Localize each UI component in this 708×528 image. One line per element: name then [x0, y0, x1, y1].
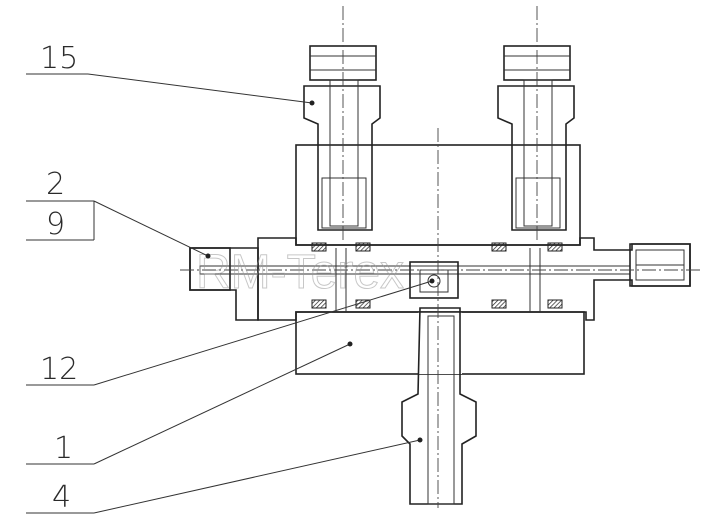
watermark-text: RM-Terex — [196, 246, 404, 299]
callout-1: 1 — [54, 431, 73, 466]
center-lines — [180, 128, 700, 508]
watermark: RM-Terex — [196, 246, 405, 300]
seal-rings — [311, 242, 563, 309]
lower-block — [295, 311, 585, 375]
callout-9: 9 — [46, 207, 65, 242]
callout-4: 4 — [52, 480, 71, 515]
top-right-fitting — [497, 6, 575, 240]
callout-12: 12 — [40, 352, 78, 387]
central-core — [335, 248, 541, 312]
top-left-fitting — [303, 6, 381, 240]
callout-15: 15 — [40, 41, 78, 76]
callouts: 15 2 9 12 1 4 — [26, 41, 435, 515]
bottom-fitting — [401, 307, 477, 505]
callout-2: 2 — [46, 167, 65, 202]
